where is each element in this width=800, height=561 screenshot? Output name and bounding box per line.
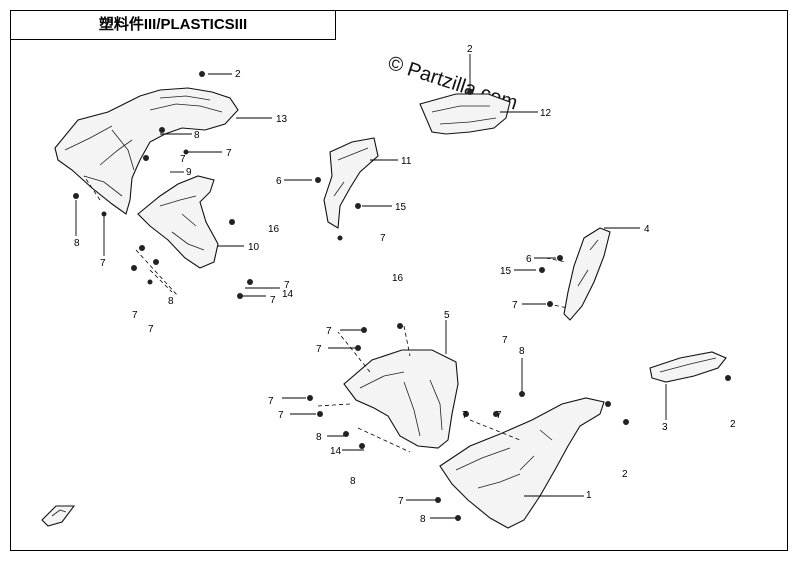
callout: 3	[662, 422, 668, 433]
callout: 2	[467, 44, 473, 55]
callout: 16	[268, 224, 280, 235]
callout: 11	[401, 156, 412, 167]
callout: 7	[278, 410, 284, 421]
callout: 1	[586, 490, 592, 501]
callout-labels: 2 13 8 7 7 9 8 7 16 10 8 7 7 14 7 7 6 11…	[74, 44, 736, 525]
callout: 7	[226, 148, 232, 159]
callout: 8	[350, 476, 356, 487]
callout: 8	[168, 296, 174, 307]
callout: 7	[316, 344, 322, 355]
leader-lines	[75, 54, 667, 519]
title-box: 塑料件III/PLASTICSIII	[10, 10, 336, 40]
callout: 15	[500, 266, 512, 277]
page-title: 塑料件III/PLASTICSIII	[98, 16, 248, 33]
callout: 8	[519, 346, 525, 357]
callout: 14	[330, 446, 342, 457]
callout: 12	[540, 108, 552, 119]
callout: 14	[282, 289, 294, 300]
callout: 7	[180, 154, 186, 165]
callout: 7	[270, 295, 276, 306]
part-11-bracket	[323, 137, 379, 229]
callout: 8	[194, 130, 200, 141]
callout: 5	[444, 310, 450, 321]
callout: 7	[462, 410, 468, 421]
callout: 2	[730, 419, 736, 430]
callout: 7	[132, 310, 138, 321]
callout: 9	[186, 167, 192, 178]
direction-arrow-icon	[41, 505, 76, 527]
callout: 8	[316, 432, 322, 443]
callout: 13	[276, 114, 288, 125]
callout: 7	[496, 410, 502, 421]
part-13-front-upper-panel	[54, 87, 239, 215]
part-12-top-cover	[419, 93, 511, 135]
callout: 8	[420, 514, 426, 525]
callout: 7	[284, 280, 290, 291]
callout: 7	[268, 396, 274, 407]
callout: 15	[395, 202, 407, 213]
part-1-lower-side-panel	[439, 397, 605, 529]
callout: 6	[276, 176, 282, 187]
callout: 7	[502, 335, 508, 346]
part-5-center-panel	[343, 349, 459, 449]
callout: 7	[148, 324, 154, 335]
drawing-frame	[10, 10, 788, 551]
callout: 2	[235, 69, 241, 80]
callout: 7	[512, 300, 518, 311]
callout: 7	[380, 233, 386, 244]
part-3-rear-trim	[649, 351, 727, 383]
part-10-inner-panel	[137, 175, 219, 269]
callout: 7	[326, 326, 332, 337]
callout: 16	[392, 273, 404, 284]
callout: 6	[526, 254, 532, 265]
callout: 10	[248, 242, 260, 253]
callout: 8	[74, 238, 80, 249]
fasteners	[73, 71, 731, 521]
callout: 7	[398, 496, 404, 507]
callout: 4	[644, 224, 650, 235]
callout: 7	[100, 258, 106, 269]
callout: 2	[622, 469, 628, 480]
part-4-side-shield	[563, 227, 611, 321]
